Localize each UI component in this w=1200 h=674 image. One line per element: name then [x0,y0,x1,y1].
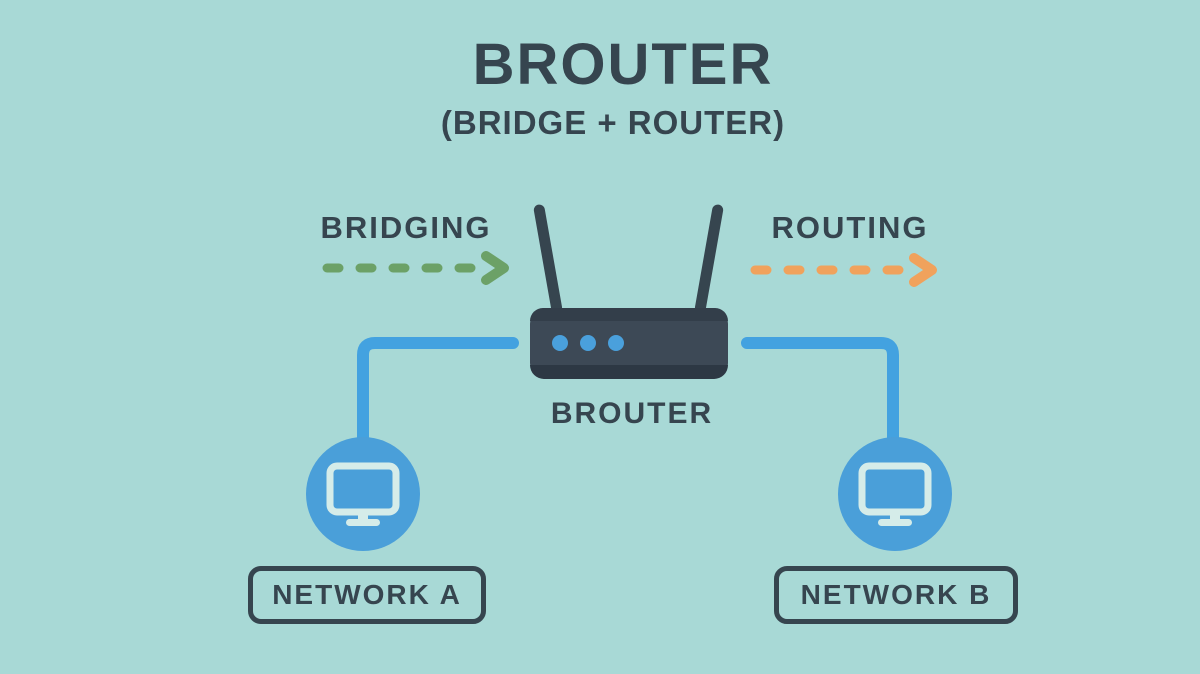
network-a-box: NETWORK A [248,566,486,624]
network-a-label: NETWORK A [272,579,462,610]
routing-label: ROUTING [771,210,929,245]
router-led-icon [608,335,624,351]
network-b-label: NETWORK B [800,579,992,610]
bridging-label: BRIDGING [320,210,492,245]
routing-arrow-head [909,253,937,287]
bridging-arrow-icon [322,251,509,285]
network-b-host-node [838,437,952,551]
router-led-icon [552,335,568,351]
router-label: BROUTER [550,397,714,430]
routing-arrow-icon [750,253,937,287]
wire-network-b [741,337,899,476]
page-subtitle: (BRIDGE + ROUTER) [440,104,786,141]
router-led-icon [580,335,596,351]
bridging-arrow-head [481,251,509,285]
computer-monitor-icon [858,462,932,526]
computer-monitor-icon [326,462,400,526]
network-a-host-node [306,437,420,551]
router-device-icon [530,308,728,379]
page-title: BROUTER [472,32,774,97]
wire-network-a [357,337,519,476]
network-b-box: NETWORK B [774,566,1018,624]
